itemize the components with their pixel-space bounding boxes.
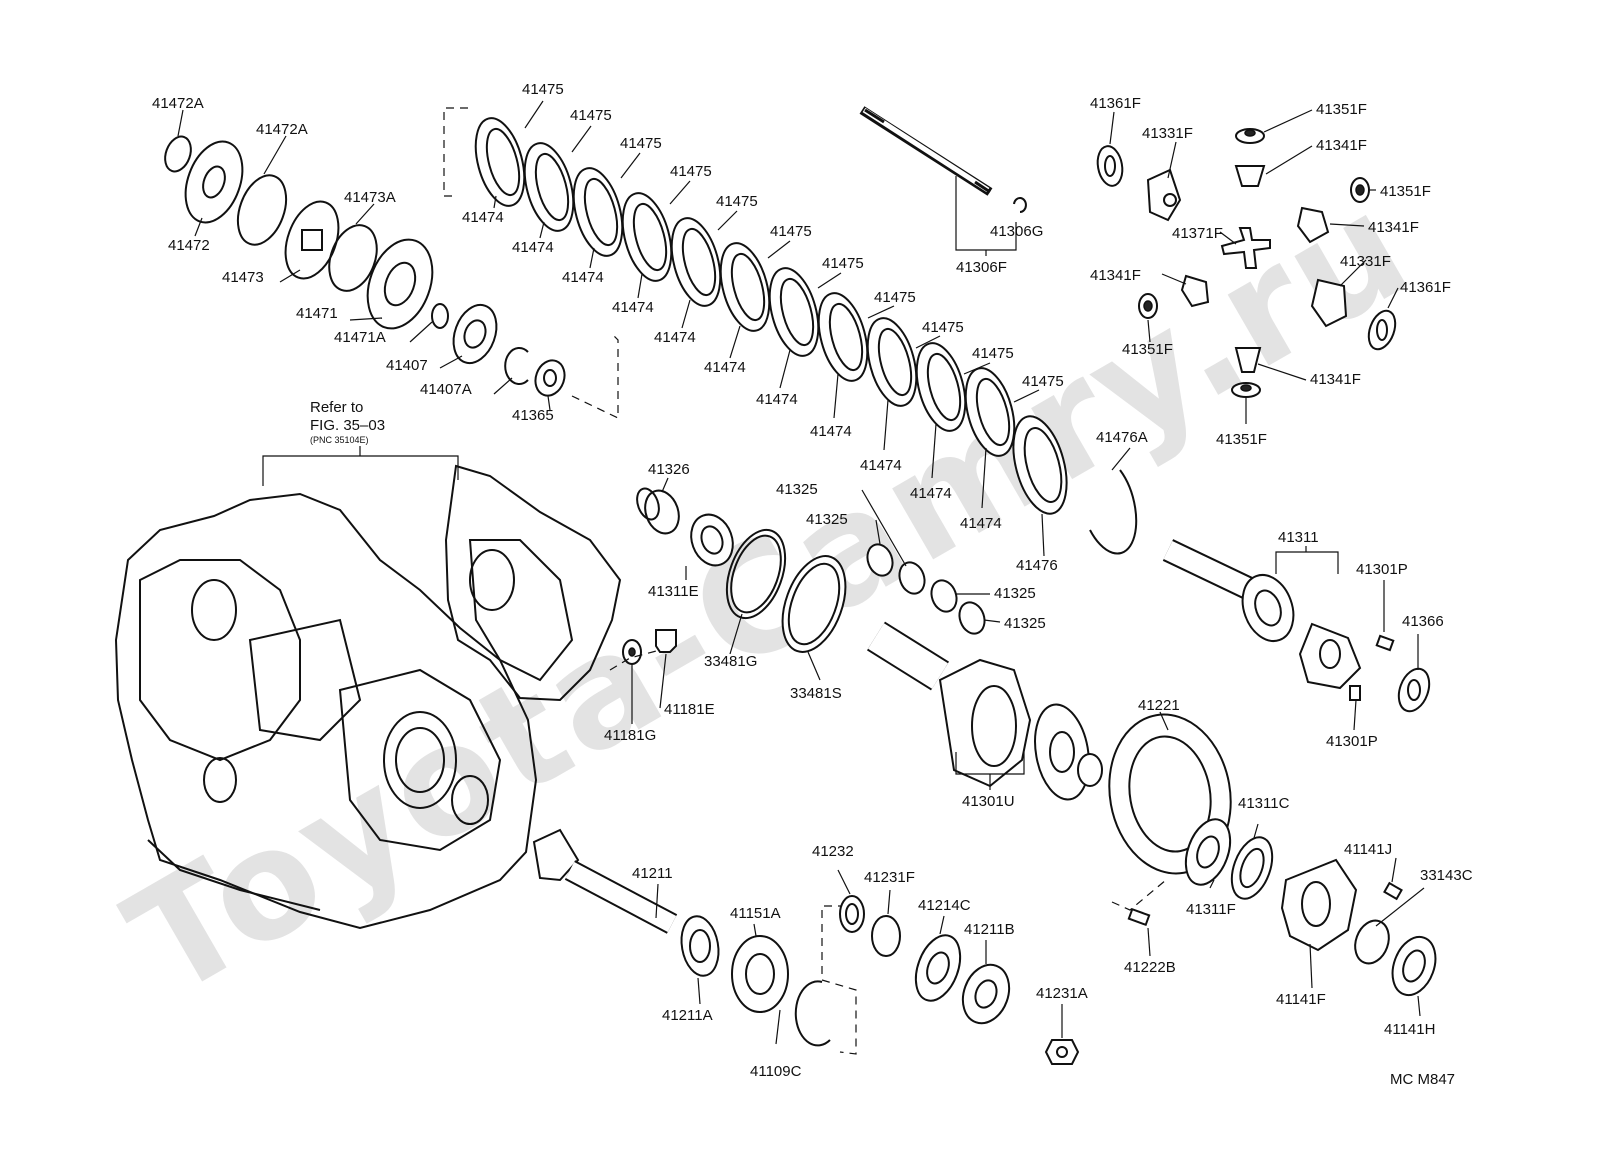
label-41311E: 41311E — [648, 583, 699, 600]
label-41475-3: 41475 — [620, 135, 662, 152]
differential-gear-parts — [1096, 109, 1399, 424]
label-41325-a: 41325 — [776, 481, 818, 498]
label-41475-5: 41475 — [716, 193, 758, 210]
label-41474-10: 41474 — [910, 485, 952, 502]
label-41232: 41232 — [812, 843, 854, 860]
label-41311: 41311 — [1278, 529, 1319, 546]
label-41371F: 41371F — [1172, 225, 1223, 242]
label-41475-9: 41475 — [922, 319, 964, 336]
label-41472A-a: 41472A — [152, 95, 204, 112]
label-41311F: 41311F — [1186, 901, 1236, 918]
label-41211A: 41211A — [662, 1007, 713, 1024]
label-41231A: 41231A — [1036, 985, 1088, 1002]
label-41326: 41326 — [648, 461, 690, 478]
label-41325-b: 41325 — [806, 511, 848, 528]
label-41475-2: 41475 — [570, 107, 612, 124]
label-41471: 41471 — [296, 305, 338, 322]
label-41325-d: 41325 — [1004, 615, 1046, 632]
shaft-41306F — [859, 106, 1027, 256]
label-41109C: 41109C — [750, 1063, 802, 1080]
label-41476: 41476 — [1016, 557, 1058, 574]
reference-note-line1: Refer to — [310, 399, 363, 416]
label-41475-4: 41475 — [670, 163, 712, 180]
label-41476A: 41476A — [1096, 429, 1148, 446]
label-41407: 41407 — [386, 357, 428, 374]
label-41181G: 41181G — [604, 727, 656, 744]
label-41473A: 41473A — [344, 189, 396, 206]
seal-group — [609, 477, 1001, 724]
label-41351F-d: 41351F — [1216, 431, 1267, 448]
label-41151A: 41151A — [730, 905, 781, 922]
reference-note-line3: (PNC 35104E) — [310, 435, 369, 445]
label-41475-11: 41475 — [1022, 373, 1064, 390]
label-41475-8: 41475 — [874, 289, 916, 306]
label-41141H: 41141H — [1384, 1021, 1435, 1038]
label-41211B: 41211B — [964, 921, 1015, 938]
label-41474-7: 41474 — [756, 391, 798, 408]
label-41474-2: 41474 — [512, 239, 554, 256]
label-41341F-c: 41341F — [1090, 267, 1141, 284]
label-41351F-c: 41351F — [1122, 341, 1173, 358]
label-41301P-b: 41301P — [1326, 733, 1378, 750]
label-41366: 41366 — [1402, 613, 1444, 630]
label-41475-6: 41475 — [770, 223, 812, 240]
label-41472: 41472 — [168, 237, 210, 254]
label-41471A: 41471A — [334, 329, 386, 346]
label-41475-7: 41475 — [822, 255, 864, 272]
label-41407A: 41407A — [420, 381, 472, 398]
label-41301P-a: 41301P — [1356, 561, 1408, 578]
label-41141F: 41141F — [1276, 991, 1326, 1008]
label-41222B: 41222B — [1124, 959, 1176, 976]
bearing-retainer-group — [1127, 818, 1437, 1017]
label-41474-6: 41474 — [704, 359, 746, 376]
label-41474-9: 41474 — [860, 457, 902, 474]
label-41341F-b: 41341F — [1368, 219, 1419, 236]
label-33143C: 33143C — [1420, 867, 1473, 884]
label-41331F-b: 41331F — [1340, 253, 1391, 270]
label-41475-10: 41475 — [972, 345, 1014, 362]
label-41474-3: 41474 — [562, 269, 604, 286]
label-41472A-b: 41472A — [256, 121, 308, 138]
label-33481S: 33481S — [790, 685, 842, 702]
label-41341F-d: 41341F — [1310, 371, 1361, 388]
label-41474-8: 41474 — [810, 423, 852, 440]
label-41306G: 41306G — [990, 223, 1043, 240]
label-41475-1: 41475 — [522, 81, 564, 98]
label-41361F-a: 41361F — [1090, 95, 1141, 112]
label-41474-11: 41474 — [960, 515, 1002, 532]
label-41473: 41473 — [222, 269, 264, 286]
label-41341F-a: 41341F — [1316, 137, 1367, 154]
diagram-code: MC M847 — [1390, 1071, 1455, 1088]
label-41311C: 41311C — [1238, 795, 1290, 812]
label-41306F: 41306F — [956, 259, 1007, 276]
label-41214C: 41214C — [918, 897, 971, 914]
transmission-case — [114, 446, 622, 930]
label-33481G: 33481G — [704, 653, 757, 670]
label-41221: 41221 — [1138, 697, 1180, 714]
label-41181E: 41181E — [664, 701, 715, 718]
part-labels: 41472A 41472A 41473A 41472 41473 41471 4… — [152, 81, 1473, 1088]
label-41301U: 41301U — [962, 793, 1015, 810]
label-41351F-a: 41351F — [1316, 101, 1367, 118]
reference-note: Refer to FIG. 35–03 (PNC 35104E) — [310, 399, 385, 445]
label-41361F-b: 41361F — [1400, 279, 1451, 296]
pinion-shaft-group — [532, 828, 1080, 1065]
label-41474-1: 41474 — [462, 209, 504, 226]
reference-note-line2: FIG. 35–03 — [310, 417, 385, 434]
label-41141J: 41141J — [1344, 841, 1392, 858]
label-41211: 41211 — [632, 865, 673, 882]
label-41351F-b: 41351F — [1380, 183, 1431, 200]
label-41474-5: 41474 — [654, 329, 696, 346]
label-41331F-a: 41331F — [1142, 125, 1193, 142]
label-41474-4: 41474 — [612, 299, 654, 316]
bearing-group — [164, 109, 619, 419]
label-41325-c: 41325 — [994, 585, 1036, 602]
label-41365: 41365 — [512, 407, 554, 424]
differential-case-group — [1162, 539, 1431, 731]
label-41231F: 41231F — [864, 869, 915, 886]
clutch-disc-stack — [443, 100, 1138, 557]
